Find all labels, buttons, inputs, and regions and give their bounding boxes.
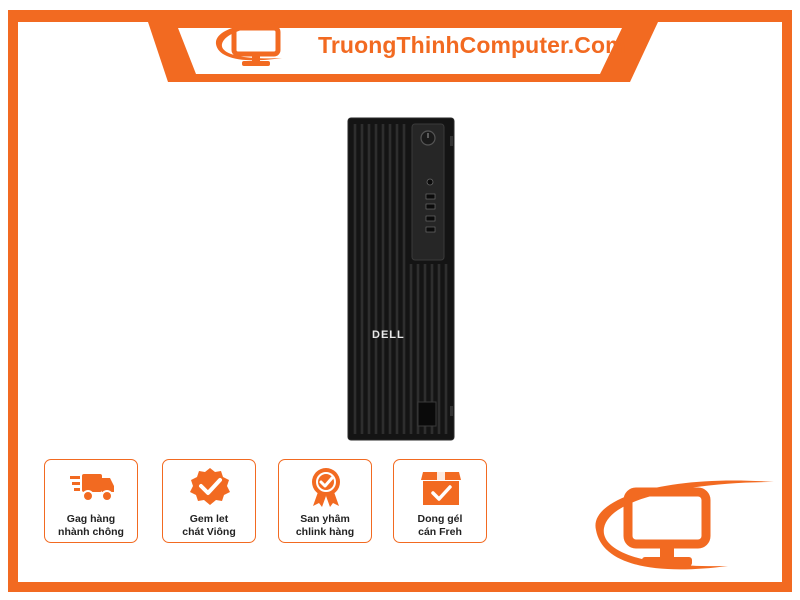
feature-card-genuine[interactable]: Gem let chát Viông [162,459,256,543]
dell-desktop-tower-image [347,117,455,441]
feature-card-packaging[interactable]: Dong gél cán Freh [393,459,487,543]
feature-card-fast-delivery[interactable]: Gag hàng nhành chông [44,459,138,543]
computer-logo-icon [215,21,310,66]
dell-logo: DELL [372,329,405,341]
feature-card-quality[interactable]: San yhâm chlink hàng [278,459,372,543]
feature-label: Gem let chát Viông [182,513,236,538]
feature-label: San yhâm chlink hàng [295,513,355,538]
quality-medal-icon [312,468,340,507]
feature-label: Dong gél cán Freh [417,513,463,538]
check-badge-icon [190,468,230,505]
feature-label: Gag hàng nhành chông [58,513,124,538]
package-check-icon [421,472,461,505]
delivery-truck-icon [70,474,114,502]
site-domain-title[interactable]: TruongThinhComputer.Com [318,32,626,58]
computer-logo-large-icon [595,480,774,570]
